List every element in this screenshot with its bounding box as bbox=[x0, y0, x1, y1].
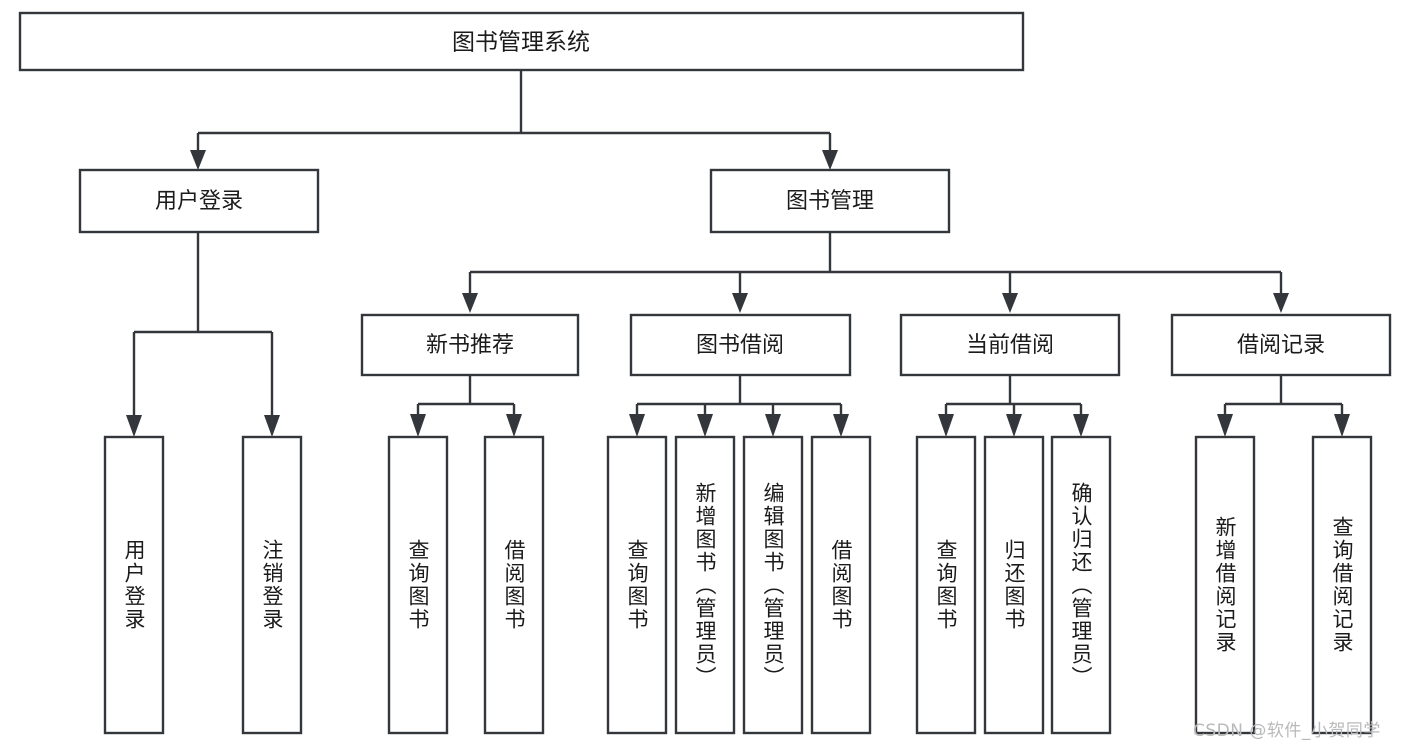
arrow-head-book-borrow bbox=[732, 293, 748, 313]
node-book-management[interactable]: 图书管理 bbox=[709, 168, 951, 234]
arrow-head-newbook-leaf1 bbox=[410, 414, 426, 437]
arrow-head-bookborrow-leaf3 bbox=[765, 414, 781, 437]
arrow-head-currentborrow-leaf3 bbox=[1073, 414, 1089, 437]
node-current-borrow-label: 当前借阅 bbox=[966, 333, 1054, 358]
leaf-boxes bbox=[103, 435, 1373, 735]
connector-layer bbox=[126, 70, 1350, 437]
leaf-box-newbook-borrow[interactable] bbox=[483, 435, 545, 735]
node-root[interactable]: 图书管理系统 bbox=[18, 11, 1025, 72]
node-root-box[interactable] bbox=[18, 11, 1025, 72]
node-borrow-records-box[interactable] bbox=[1170, 313, 1392, 377]
arrow-head-current-borrow bbox=[1002, 293, 1018, 313]
node-current-borrow[interactable]: 当前借阅 bbox=[899, 313, 1121, 377]
node-book-borrow[interactable]: 图书借阅 bbox=[629, 313, 852, 377]
leaf-box-borrow-query[interactable] bbox=[606, 435, 668, 735]
node-book-management-box[interactable] bbox=[709, 168, 951, 234]
arrow-head-currentborrow-leaf1 bbox=[938, 414, 954, 437]
leaf-box-record-query[interactable] bbox=[1311, 435, 1373, 735]
csdn-watermark: CSDN @软件_小贺同学 bbox=[1193, 721, 1381, 741]
arrow-head-leaf-user-login bbox=[126, 415, 142, 437]
arrow-head-bookborrow-leaf1 bbox=[629, 414, 645, 437]
arrow-head-bookborrow-leaf4 bbox=[833, 414, 849, 437]
arrow-head-borrow-records bbox=[1273, 293, 1289, 313]
node-root-label: 图书管理系统 bbox=[452, 30, 590, 56]
node-new-book-recommend-box[interactable] bbox=[360, 313, 580, 377]
leaf-box-newbook-query[interactable] bbox=[387, 435, 449, 735]
node-user-login-box[interactable] bbox=[78, 168, 320, 234]
leaf-box-borrow-add[interactable] bbox=[674, 435, 736, 735]
arrow-head-user-login bbox=[190, 150, 206, 170]
node-borrow-records[interactable]: 借阅记录 bbox=[1170, 313, 1392, 377]
arrow-head-currentborrow-leaf2 bbox=[1006, 414, 1022, 437]
node-current-borrow-box[interactable] bbox=[899, 313, 1121, 377]
node-user-login-label: 用户登录 bbox=[155, 189, 243, 214]
arrow-head-borrowrec-leaf1 bbox=[1217, 414, 1233, 437]
leaf-box-record-add[interactable] bbox=[1194, 435, 1256, 735]
leaf-box-current-confirm[interactable] bbox=[1050, 435, 1112, 735]
leaf-box-user-login[interactable] bbox=[103, 435, 165, 735]
arrow-head-new-book bbox=[462, 293, 478, 313]
leaf-box-current-return[interactable] bbox=[983, 435, 1045, 735]
leaf-box-borrow-edit[interactable] bbox=[742, 435, 804, 735]
arrow-head-book-mgmt bbox=[822, 150, 838, 170]
node-book-borrow-box[interactable] bbox=[629, 313, 852, 377]
node-borrow-records-label: 借阅记录 bbox=[1237, 333, 1325, 358]
arrow-head-newbook-leaf2 bbox=[506, 414, 522, 437]
node-user-login[interactable]: 用户登录 bbox=[78, 168, 320, 234]
node-new-book-recommend[interactable]: 新书推荐 bbox=[360, 313, 580, 377]
node-book-management-label: 图书管理 bbox=[786, 189, 874, 214]
node-book-borrow-label: 图书借阅 bbox=[696, 333, 784, 358]
node-new-book-recommend-label: 新书推荐 bbox=[426, 333, 514, 358]
arrow-head-borrowrec-leaf2 bbox=[1334, 414, 1350, 437]
arrow-head-leaf-logout bbox=[264, 415, 280, 437]
arrow-head-bookborrow-leaf2 bbox=[697, 414, 713, 437]
leaf-box-logout[interactable] bbox=[241, 435, 303, 735]
leaf-box-current-query[interactable] bbox=[915, 435, 977, 735]
leaf-box-borrow-lend[interactable] bbox=[810, 435, 872, 735]
